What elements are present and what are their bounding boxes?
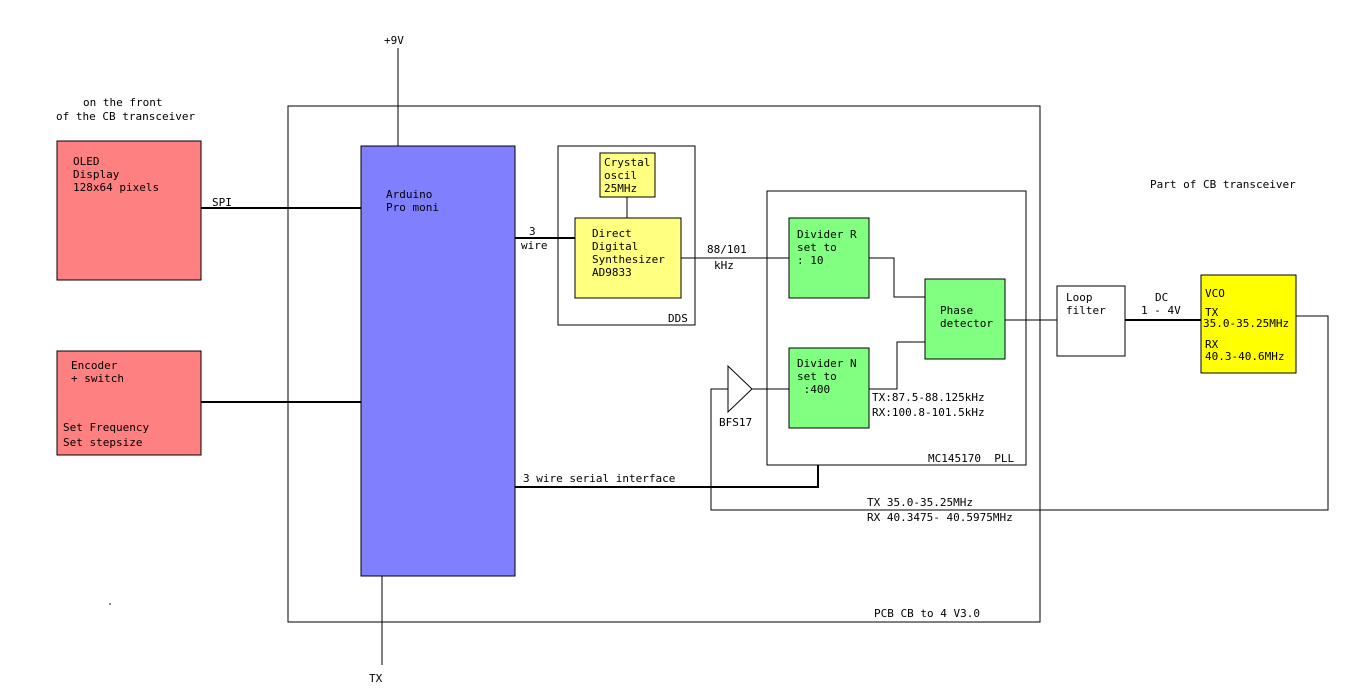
oled-label-1: OLED	[73, 155, 100, 168]
arduino-label-2: Pro moni	[386, 201, 439, 214]
vco-label-3: 35.0-35.25MHz	[1203, 317, 1289, 330]
crystal-label-3: 25MHz	[604, 182, 637, 195]
pll-frame	[766, 190, 1027, 466]
divn-label-1: Divider N	[797, 357, 857, 370]
encoder-block: Encoder + switch Set Frequency Set steps…	[56, 350, 202, 456]
crystal-label-1: Crystal	[604, 156, 650, 169]
divr-label-3: : 10	[797, 254, 824, 267]
arduino-block: Arduino Pro moni	[360, 145, 516, 577]
pcb-label: PCB CB to 4 V3.0	[874, 607, 980, 620]
three-wire-label-1: 3	[529, 225, 536, 238]
divn-label-2: set to	[797, 370, 837, 383]
three-wire-label-2: wire	[521, 239, 548, 252]
front-label-2: of the CB transceiver	[56, 110, 195, 123]
bfs17-label: BFS17	[719, 416, 752, 429]
synth-label-4: AD9833	[592, 266, 632, 279]
dc-label-2: 1 - 4V	[1141, 304, 1181, 317]
wires	[201, 48, 1329, 665]
n-tx-label: TX:87.5-88.125kHz	[872, 391, 985, 404]
loop-filter-block: Loop filter	[1056, 285, 1126, 357]
synth-label-1: Direct	[592, 227, 632, 240]
loop-label-1: Loop	[1066, 291, 1093, 304]
feedback-tx-label: TX 35.0-35.25MHz	[867, 496, 973, 509]
feedback-rx-label: RX 40.3475- 40.5975MHz	[867, 511, 1013, 524]
dds-frame	[557, 145, 696, 326]
stray-dot	[109, 603, 111, 605]
oled-display-block: OLED Display 128x64 pixels	[56, 140, 202, 281]
pll-label: MC145170 PLL	[928, 452, 1014, 465]
encoder-label-2: + switch	[71, 372, 124, 385]
vco-block: VCO TX 35.0-35.25MHz RX 40.3-40.6MHz	[1200, 274, 1297, 374]
synth-label-2: Digital	[592, 240, 638, 253]
spi-label: SPI	[212, 196, 232, 209]
oled-label-2: Display	[73, 168, 120, 181]
serial-label: 3 wire serial interface	[523, 472, 675, 485]
divr-label-1: Divider R	[797, 228, 857, 241]
divn-label-3: :400	[797, 383, 830, 396]
vco-label-5: 40.3-40.6MHz	[1205, 350, 1284, 363]
loop-label-2: filter	[1066, 304, 1106, 317]
n-rx-label: RX:100.8-101.5kHz	[872, 406, 985, 419]
encoder-label-1: Encoder	[71, 359, 118, 372]
crystal-label-2: oscil	[604, 169, 637, 182]
part-of-cb-label: Part of CB transceiver	[1150, 178, 1296, 191]
encoder-label-4: Set stepsize	[63, 436, 142, 449]
synth-label-3: Synthesizer	[592, 253, 665, 266]
phase-detector-block: Phase detector	[924, 278, 1006, 360]
arduino-label-1: Arduino	[386, 188, 432, 201]
oled-label-3: 128x64 pixels	[73, 181, 159, 194]
bfs17-amplifier-symbol	[727, 364, 753, 414]
divr-label-2: set to	[797, 241, 837, 254]
dds-out-label-2: kHz	[714, 259, 734, 272]
vco-label-4: RX	[1205, 338, 1219, 351]
divider-n-block: Divider N set to :400	[788, 347, 870, 429]
vco-label-1: VCO	[1205, 287, 1225, 300]
divider-r-block: Divider R set to : 10	[788, 217, 870, 299]
encoder-label-3: Set Frequency	[63, 421, 149, 434]
phase-label-2: detector	[940, 317, 993, 330]
crystal-oscillator-block: Crystal oscil 25MHz	[599, 152, 656, 198]
supply-label: +9V	[384, 34, 404, 47]
vco-label-2: TX	[1205, 306, 1219, 319]
dds-synthesizer-block: Direct Digital Synthesizer AD9833	[574, 217, 682, 299]
dds-out-label-1: 88/101	[707, 243, 747, 256]
pcb-frame	[287, 105, 1041, 623]
dds-label: DDS	[668, 312, 688, 325]
dc-label-1: DC	[1155, 291, 1168, 304]
phase-label-1: Phase	[940, 304, 973, 317]
front-label-1: on the front	[83, 96, 162, 109]
tx-label: TX	[369, 672, 383, 685]
